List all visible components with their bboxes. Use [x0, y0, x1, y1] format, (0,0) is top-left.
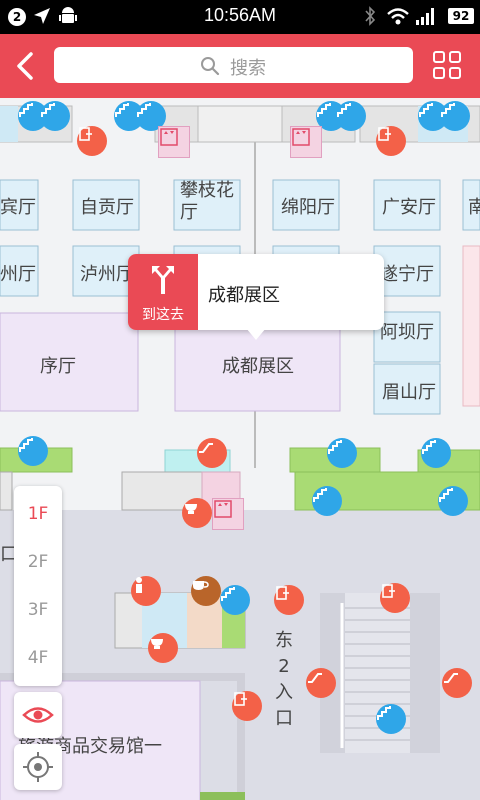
stairs-icon[interactable] [376, 704, 406, 734]
entrance-label[interactable]: 东 2 入 口 [275, 630, 293, 729]
room-label[interactable]: 遂宁厅 [380, 264, 434, 285]
android-icon [59, 7, 77, 23]
escalator-icon[interactable] [197, 438, 227, 468]
room-label[interactable]: 自贡厅 [80, 197, 134, 218]
stairs-icon[interactable] [440, 101, 470, 131]
room-label[interactable]: 口 [0, 544, 18, 565]
signal-icon [416, 8, 434, 25]
restroom-person-icon[interactable] [131, 576, 161, 606]
room-label[interactable]: 眉山厅 [382, 382, 436, 403]
crosshair-icon [23, 752, 53, 782]
go-here-button[interactable]: 到这去 [128, 254, 198, 330]
notification-badge: 2 [8, 8, 26, 26]
floor-3f[interactable]: 3F [27, 600, 49, 620]
room-label[interactable]: 广安厅 [382, 197, 436, 218]
stairs-icon[interactable] [327, 438, 357, 468]
room-label[interactable]: 宾厅 [0, 197, 36, 218]
room-label[interactable]: 攀枝花 厅 [180, 180, 234, 223]
floor-4f[interactable]: 4F [27, 648, 49, 668]
go-here-label: 到这去 [142, 307, 184, 323]
exit-door-icon[interactable] [380, 583, 410, 613]
escalator-icon[interactable] [442, 668, 472, 698]
grid-menu-icon[interactable] [430, 48, 464, 82]
popup-place-name: 成都展区 [208, 285, 280, 306]
locate-me-button[interactable] [14, 744, 62, 790]
status-bar: 2 10:56AM 92 [0, 0, 480, 34]
exit-door-icon[interactable] [376, 126, 406, 156]
exit-door-icon[interactable] [77, 126, 107, 156]
room-label[interactable]: 泸州厅 [80, 264, 134, 285]
stairs-icon[interactable] [312, 486, 342, 516]
search-placeholder: 搜索 [230, 58, 266, 79]
popup-pointer [246, 328, 266, 340]
toilet-icon[interactable] [148, 633, 178, 663]
exit-door-icon[interactable] [232, 691, 262, 721]
room-label[interactable]: 成都展区 [222, 356, 294, 377]
elevator-icon[interactable] [158, 126, 190, 158]
search-box[interactable]: 搜索 [54, 47, 413, 83]
bluetooth-icon [365, 6, 376, 26]
stairs-icon[interactable] [136, 101, 166, 131]
place-popup[interactable]: 到这去 成都展区 [128, 254, 384, 340]
clock: 10:56AM [203, 5, 277, 25]
cafe-icon[interactable] [191, 576, 221, 606]
exit-door-icon[interactable] [274, 585, 304, 615]
battery-level: 92 [448, 8, 474, 24]
toilet-icon[interactable] [182, 498, 212, 528]
floor-2f[interactable]: 2F [27, 552, 49, 572]
escalator-icon[interactable] [306, 668, 336, 698]
stairs-icon[interactable] [438, 486, 468, 516]
stairs-icon[interactable] [421, 438, 451, 468]
stairs-icon[interactable] [220, 585, 250, 615]
elevator-icon[interactable] [212, 498, 244, 530]
room-label[interactable]: 序厅 [40, 356, 76, 377]
room-label[interactable]: 阿坝厅 [380, 322, 434, 343]
room-label[interactable]: 州厅 [0, 264, 36, 285]
floor-selector: 1F 2F 3F 4F [14, 486, 62, 686]
eye-icon [22, 707, 54, 723]
room-label[interactable]: 绵阳厅 [281, 197, 335, 218]
stairs-icon[interactable] [18, 436, 48, 466]
view-toggle-button[interactable] [14, 692, 62, 738]
wifi-icon [387, 8, 409, 25]
stairs-icon[interactable] [336, 101, 366, 131]
room-label[interactable]: 南 [468, 197, 480, 218]
elevator-icon[interactable] [290, 126, 322, 158]
indoor-map[interactable]: 宾厅 自贡厅 攀枝花 厅 绵阳厅 广安厅 南 州厅 泸州厅 遂宁厅 阿坝厅 序厅… [0, 98, 480, 800]
search-icon [201, 57, 220, 76]
route-fork-icon [152, 266, 174, 294]
top-bar: 搜索 [0, 34, 480, 98]
floor-1f[interactable]: 1F [27, 504, 49, 524]
stairs-icon[interactable] [40, 101, 70, 131]
location-arrow-icon [34, 8, 50, 24]
back-arrow-icon[interactable] [6, 46, 46, 86]
